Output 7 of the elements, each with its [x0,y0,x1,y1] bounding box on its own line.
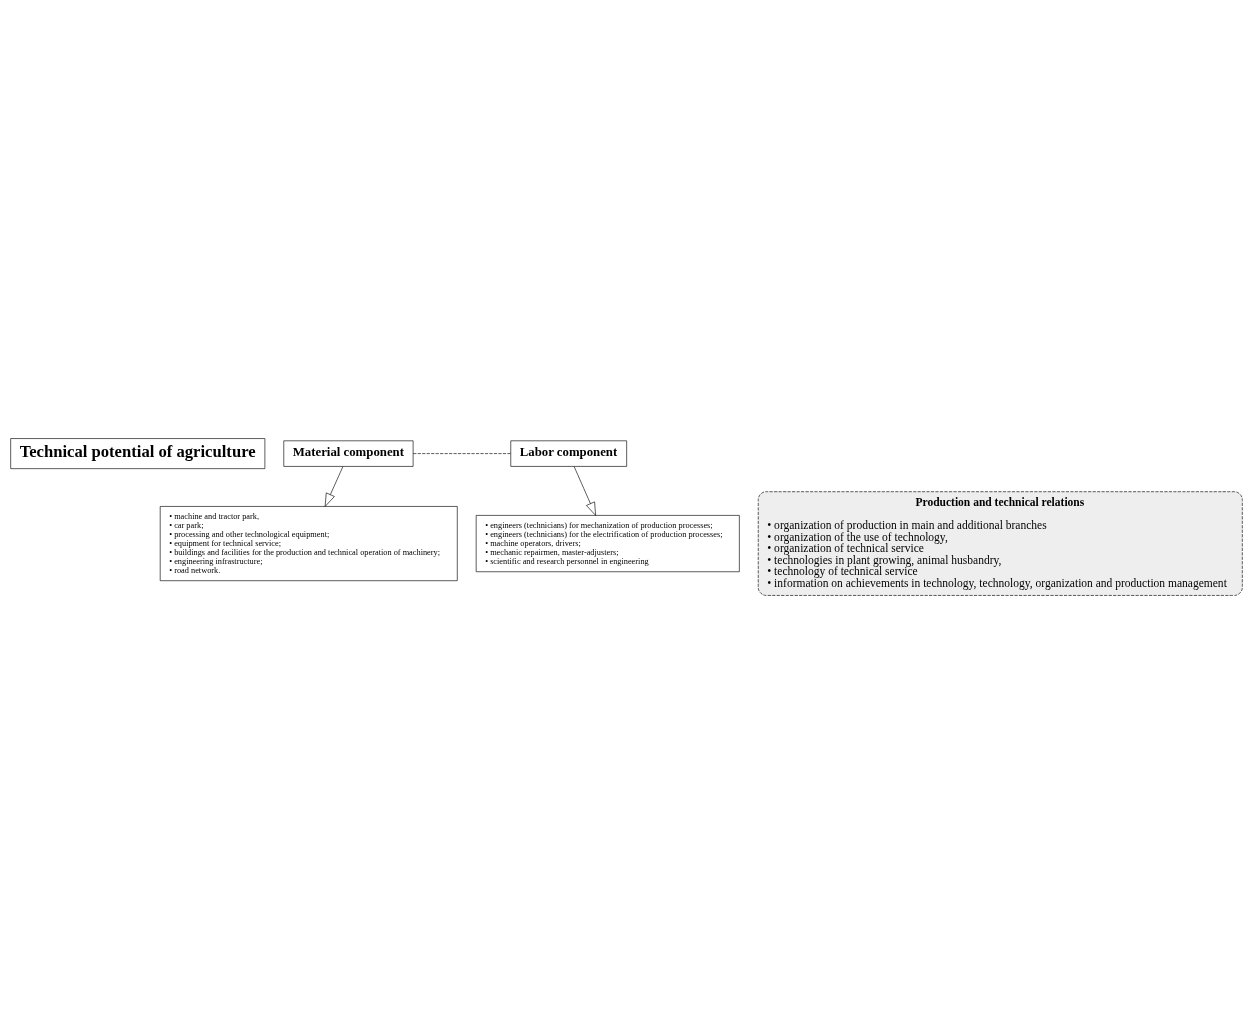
arrow [324,465,344,507]
arrow [573,465,596,516]
node-box: Production and technical relations • organization of production in main and additional branches • organization of the use of technology, • organization of technical service • technologies in plant growing, animal husbandry, • technology of technical service • information on achievements in technology, technology, organization and production management [757,490,1243,596]
connector [412,452,511,454]
node-box: Material component [283,440,414,467]
node-box: Technical potential of agriculture [10,437,266,469]
node-box: Labor component [510,440,627,467]
